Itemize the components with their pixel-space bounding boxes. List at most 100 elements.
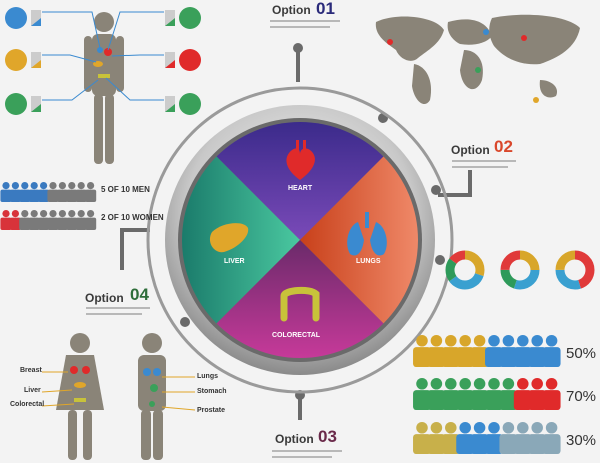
person-icon bbox=[542, 378, 561, 410]
donut-chart bbox=[555, 250, 595, 290]
person-icon bbox=[0, 182, 12, 202]
person-icon bbox=[485, 378, 503, 410]
donut-slice bbox=[500, 250, 540, 290]
outer-ring bbox=[146, 86, 454, 394]
option-04-number: 04 bbox=[130, 285, 149, 304]
person-icon bbox=[456, 378, 475, 410]
person-icon bbox=[9, 182, 21, 202]
person-icon bbox=[85, 182, 97, 202]
donut-slice bbox=[445, 250, 485, 290]
person-icon bbox=[38, 182, 50, 202]
colon-icon bbox=[280, 286, 320, 322]
person-icon bbox=[470, 378, 489, 410]
donut-slice bbox=[555, 250, 595, 290]
woman-label-liver: Liver bbox=[24, 387, 41, 394]
women-stat: 2 OF 10 WOMEN bbox=[101, 213, 164, 222]
placeholder-line bbox=[272, 450, 342, 452]
percent-row-3-value: 30% bbox=[566, 432, 597, 449]
placeholder-line bbox=[452, 166, 508, 168]
segment-liver-label: LIVER bbox=[224, 258, 245, 265]
man-label-stomach: Stomach bbox=[197, 388, 227, 395]
person-icon bbox=[513, 335, 532, 367]
person-icon bbox=[542, 335, 561, 367]
donut-slice bbox=[500, 250, 540, 290]
placeholder-line bbox=[86, 313, 142, 315]
person-icon bbox=[542, 422, 561, 454]
men-stat: 5 OF 10 MEN bbox=[101, 185, 150, 194]
person-icon bbox=[85, 210, 97, 230]
person-icon bbox=[513, 378, 532, 410]
liver-icon bbox=[209, 223, 249, 253]
label-leaders bbox=[41, 371, 196, 411]
woman-organs bbox=[70, 366, 90, 402]
woman-label-breast: Breast bbox=[20, 367, 42, 374]
person-icon bbox=[47, 182, 59, 202]
person-icon bbox=[441, 335, 460, 367]
person-icon bbox=[75, 182, 87, 202]
placeholder-line bbox=[270, 20, 340, 22]
people-stats-rows bbox=[0, 182, 97, 230]
segment-bottom[interactable] bbox=[180, 240, 420, 360]
person-icon bbox=[427, 422, 446, 454]
person-icon bbox=[427, 378, 446, 410]
man-label-prostate: Prostate bbox=[197, 407, 226, 414]
person-icon bbox=[28, 182, 40, 202]
percent-row-1-value: 50% bbox=[566, 345, 597, 362]
heart-icon bbox=[286, 140, 315, 180]
person-icon bbox=[485, 335, 503, 367]
person-icon bbox=[513, 422, 532, 454]
lungs-icon bbox=[347, 212, 387, 256]
person-icon bbox=[413, 378, 431, 410]
person-icon bbox=[75, 210, 87, 230]
person-icon bbox=[485, 422, 503, 454]
donut-slice bbox=[555, 250, 595, 290]
person-icon bbox=[528, 378, 547, 410]
human-body-figure bbox=[84, 12, 124, 164]
person-icon bbox=[413, 422, 431, 454]
option-01-label: Option bbox=[272, 3, 311, 17]
donut-chart bbox=[500, 250, 540, 290]
donut-slice bbox=[445, 250, 485, 290]
person-icon bbox=[56, 210, 68, 230]
right-organ-icons bbox=[165, 7, 201, 115]
option-03-label: Option bbox=[275, 432, 314, 446]
person-icon bbox=[56, 182, 68, 202]
body-organs bbox=[93, 47, 112, 78]
person-icon bbox=[66, 210, 78, 230]
person-icon bbox=[499, 422, 518, 454]
left-organ-icons bbox=[5, 7, 41, 115]
option-04-label: Option bbox=[85, 291, 124, 305]
option-02-label: Option bbox=[451, 143, 490, 157]
person-icon bbox=[0, 210, 12, 230]
person-icon bbox=[413, 335, 431, 367]
person-icon bbox=[456, 422, 475, 454]
person-icon bbox=[19, 182, 31, 202]
woman-figure bbox=[56, 333, 104, 460]
person-icon bbox=[528, 422, 547, 454]
man-figure bbox=[138, 333, 166, 460]
people-percent-rows bbox=[413, 335, 561, 454]
person-icon bbox=[470, 422, 489, 454]
placeholder-line bbox=[272, 456, 332, 458]
placeholder-line bbox=[270, 26, 330, 28]
option-02-number: 02 bbox=[494, 137, 513, 156]
person-icon bbox=[427, 335, 446, 367]
person-icon bbox=[470, 335, 489, 367]
person-icon bbox=[499, 335, 518, 367]
man-label-lungs: Lungs bbox=[197, 373, 218, 380]
donut-charts bbox=[445, 250, 595, 290]
person-icon bbox=[28, 210, 40, 230]
icon-leaders bbox=[42, 11, 164, 101]
placeholder-line bbox=[452, 160, 516, 162]
placeholder-line bbox=[86, 307, 150, 309]
man-organs bbox=[143, 368, 161, 407]
person-icon bbox=[47, 210, 59, 230]
person-icon bbox=[528, 335, 547, 367]
option-01-number: 01 bbox=[316, 0, 335, 18]
segment-lungs-label: LUNGS bbox=[356, 258, 381, 265]
person-icon bbox=[38, 210, 50, 230]
world-map bbox=[375, 14, 580, 105]
person-icon bbox=[66, 182, 78, 202]
person-icon bbox=[456, 335, 475, 367]
